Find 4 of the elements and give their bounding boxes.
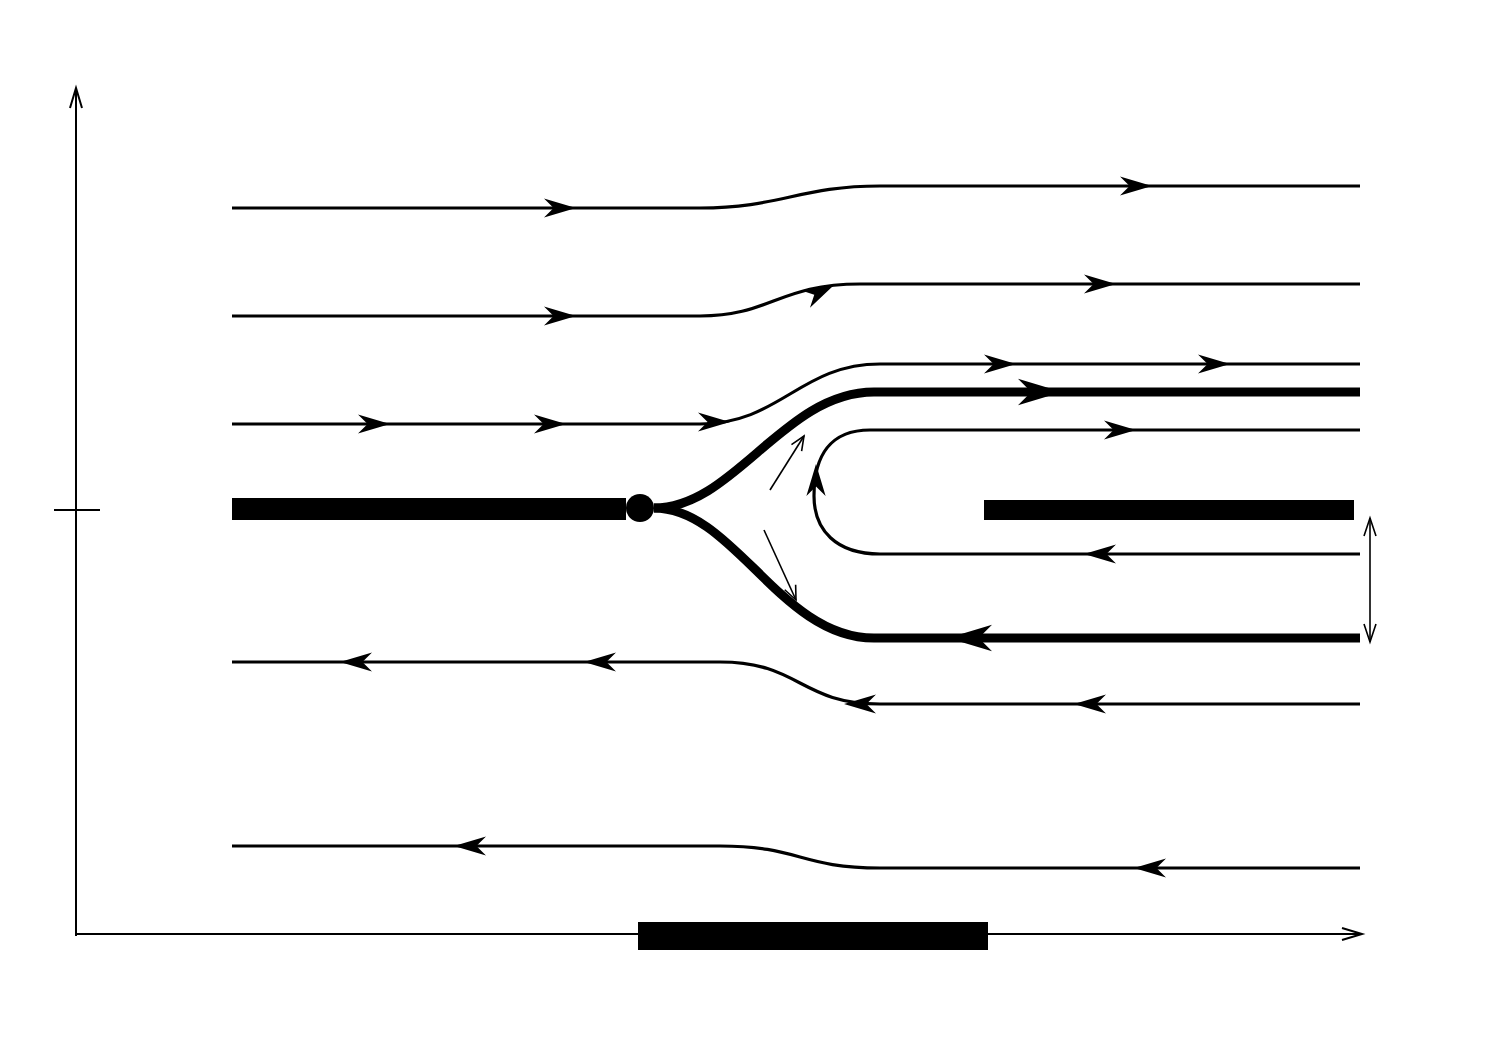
wall-bar — [232, 498, 626, 520]
stagnation-point — [626, 494, 654, 522]
wall-bar — [638, 922, 988, 950]
wall-bar — [984, 500, 1354, 520]
